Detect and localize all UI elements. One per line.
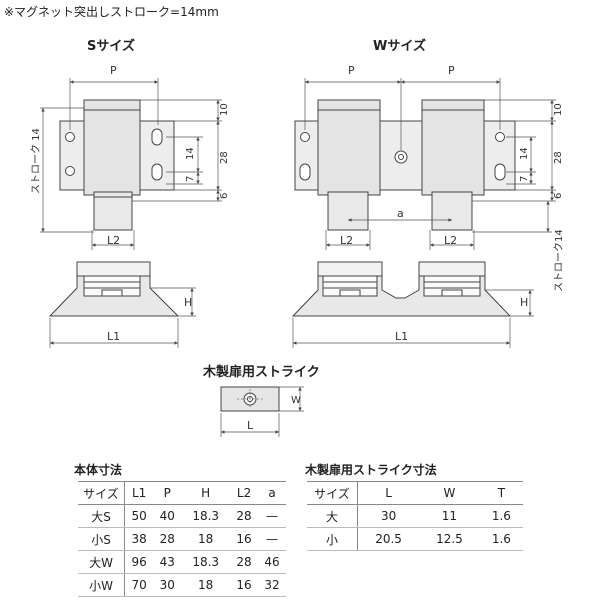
w-dim-l2-left: L2: [340, 234, 353, 247]
table-cell: 1.6: [479, 527, 523, 551]
s-size-title: Sサイズ: [87, 39, 135, 54]
s-dim-7: 7: [185, 176, 196, 182]
table-cell: 小S: [78, 527, 125, 551]
s-dim-14: 14: [185, 147, 196, 160]
table-cell: 18: [181, 527, 231, 551]
strike-plate: [220, 386, 280, 412]
table-header-row: サイズ L1 P H L2 a: [78, 481, 286, 505]
table-cell: 46: [258, 550, 286, 574]
col-header: a: [258, 481, 286, 505]
w-dim-7: 7: [519, 176, 530, 182]
col-header: T: [479, 481, 523, 505]
table-cell: 1.6: [479, 504, 523, 528]
table-row: 大W 96 43 18.3 28 46: [78, 550, 286, 574]
table-cell: 28: [230, 550, 259, 574]
w-dim-h: H: [520, 296, 528, 309]
table-cell: 30: [153, 573, 182, 597]
table-cell: 16: [230, 573, 259, 597]
table-row: 小 20.5 12.5 1.6: [307, 527, 523, 551]
table-cell: —: [258, 504, 286, 528]
s-dim-l2: L2: [107, 234, 120, 247]
s-top-view: [59, 99, 175, 231]
w-size-title: Wサイズ: [373, 39, 426, 54]
s-stroke-label: ストローク 14: [30, 128, 42, 194]
col-header: サイズ: [78, 481, 125, 505]
w-dim-10: 10: [553, 103, 564, 116]
w-dim-14: 14: [519, 147, 530, 160]
strike-table-title: 木製扉用ストライク寸法: [305, 463, 437, 477]
w-top-view: [294, 99, 516, 231]
w-dim-p-right: P: [448, 64, 455, 77]
table-cell: 28: [230, 504, 259, 528]
w-dim-l2-right: L2: [444, 234, 457, 247]
table-cell: 16: [230, 527, 259, 551]
w-front-view: [291, 261, 512, 317]
col-header: L: [357, 481, 420, 505]
w-dim-l1: L1: [395, 330, 408, 343]
table-cell: 小: [307, 527, 358, 551]
stroke-note: ※マグネット突出しストローク=14mm: [4, 5, 219, 19]
strike-dimension-table: サイズ L W T 大 30 11 1.6 小 20.5 12.5 1.6: [307, 481, 523, 551]
strike-dim-l: L: [247, 419, 254, 432]
table-cell: 小W: [78, 573, 125, 597]
table-cell: 40: [153, 504, 182, 528]
table-cell: 30: [357, 504, 420, 528]
w-dim-a: a: [397, 207, 404, 220]
col-header: L1: [124, 481, 154, 505]
s-front-view: [48, 261, 180, 317]
w-stroke-label: ストローク14: [553, 229, 565, 292]
table-cell: 18.3: [181, 550, 231, 574]
table-cell: 11: [419, 504, 480, 528]
table-row: 小S 38 28 18 16 —: [78, 527, 286, 551]
s-dim-p: P: [110, 64, 117, 77]
body-dimension-table: サイズ L1 P H L2 a 大S 50 40 18.3 28 — 小S 38…: [78, 481, 286, 597]
table-row: 大S 50 40 18.3 28 —: [78, 504, 286, 528]
table-cell: 20.5: [357, 527, 420, 551]
table-cell: 大: [307, 504, 358, 528]
table-cell: 50: [124, 504, 154, 528]
table-cell: 18.3: [181, 504, 231, 528]
s-dim-10: 10: [219, 103, 230, 116]
s-dim-28: 28: [219, 151, 230, 164]
table-cell: 大S: [78, 504, 125, 528]
table-cell: 38: [124, 527, 154, 551]
table-cell: 18: [181, 573, 231, 597]
col-header: L2: [230, 481, 259, 505]
col-header: W: [419, 481, 480, 505]
table-cell: 12.5: [419, 527, 480, 551]
table-cell: 70: [124, 573, 154, 597]
table-cell: 大W: [78, 550, 125, 574]
table-cell: 96: [124, 550, 154, 574]
strike-dim-w: W: [291, 395, 301, 406]
col-header: H: [181, 481, 231, 505]
w-dim-6: 6: [553, 193, 564, 199]
s-dim-6: 6: [219, 193, 230, 199]
table-row: 小W 70 30 18 16 32: [78, 573, 286, 597]
s-dim-l1: L1: [107, 330, 120, 343]
w-dim-p-left: P: [348, 64, 355, 77]
table-row: 大 30 11 1.6: [307, 504, 523, 528]
col-header: P: [153, 481, 182, 505]
table-cell: 32: [258, 573, 286, 597]
table-cell: 28: [153, 527, 182, 551]
table-cell: —: [258, 527, 286, 551]
table-cell: 43: [153, 550, 182, 574]
table-header-row: サイズ L W T: [307, 481, 523, 505]
s-dim-h: H: [184, 296, 192, 309]
body-table-title: 本体寸法: [74, 463, 123, 477]
strike-title: 木製扉用ストライク: [203, 365, 320, 380]
w-dim-28: 28: [553, 151, 564, 164]
col-header: サイズ: [307, 481, 358, 505]
